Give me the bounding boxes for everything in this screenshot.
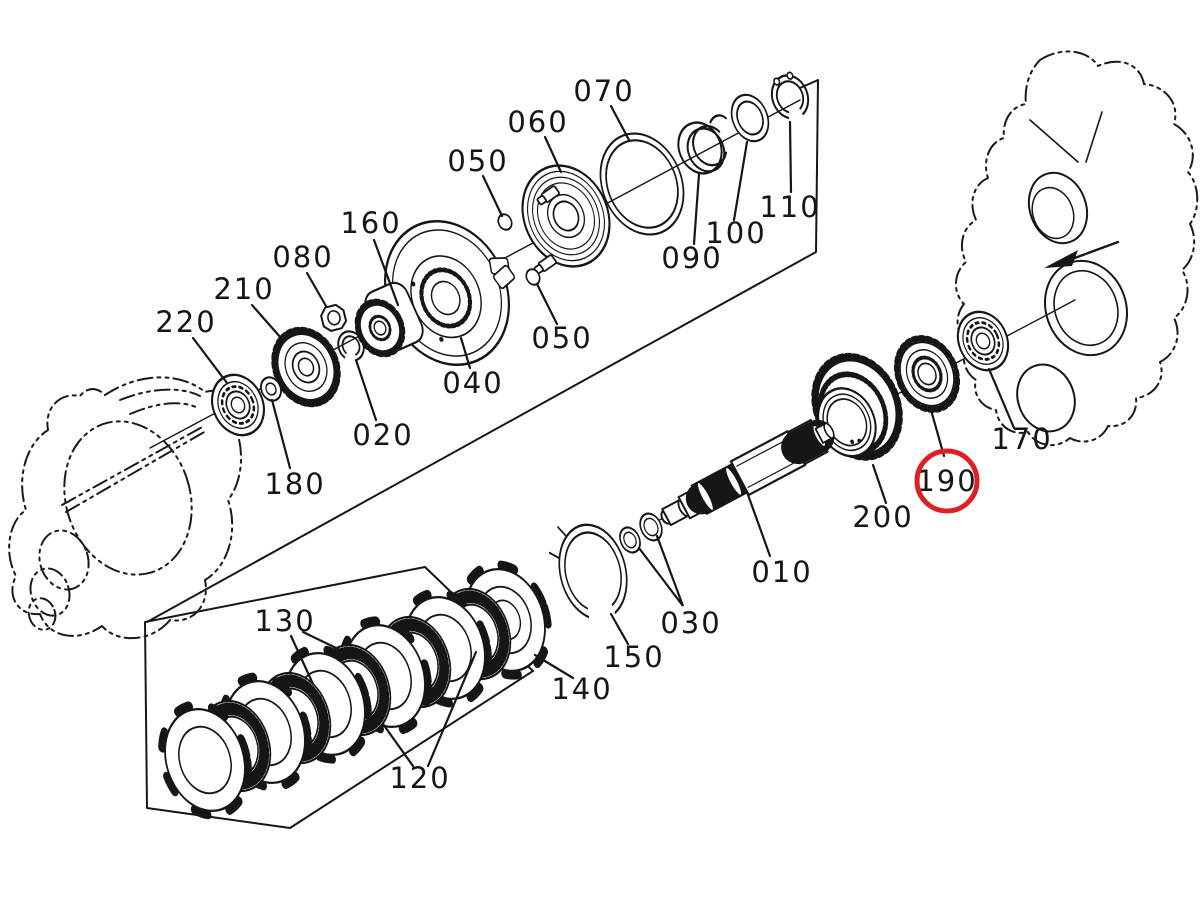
part-label-180: 180 — [264, 467, 325, 501]
highlight-circle-190 — [914, 448, 980, 514]
assembly-direction-arrow — [1044, 250, 1078, 268]
part-030-oring-left — [619, 526, 641, 554]
assembly-leader-line — [146, 79, 819, 623]
part-050-ball-top — [497, 213, 513, 231]
part-label-150: 150 — [603, 640, 664, 674]
part-label-080: 080 — [272, 240, 333, 274]
part-label-010: 010 — [751, 555, 812, 589]
part-080-nut — [320, 303, 348, 332]
part-label-050-bottom: 050 — [531, 321, 592, 355]
part-020-snap-ring — [337, 330, 365, 362]
leader-lines — [191, 104, 1016, 768]
part-label-140: 140 — [551, 672, 612, 706]
clutch-pack — [158, 560, 552, 820]
part-label-100: 100 — [705, 216, 766, 250]
part-label-050-top: 050 — [447, 144, 508, 178]
part-110-snap-ring — [770, 71, 810, 120]
part-label-120: 120 — [389, 761, 450, 795]
cover-fitting-top — [536, 185, 560, 206]
part-label-090: 090 — [661, 241, 722, 275]
clutch-housing-left — [8, 376, 242, 639]
part-100-ring — [730, 93, 770, 143]
part-label-030: 030 — [660, 606, 721, 640]
part-150-snap-ring — [548, 523, 628, 621]
part-label-130: 130 — [254, 604, 315, 638]
part-210-gear — [271, 326, 341, 408]
part-160-gear-flange — [354, 281, 424, 358]
part-070-ring-gasket — [599, 132, 685, 236]
transmission-case-right — [955, 50, 1199, 447]
part-180-washer — [260, 376, 282, 402]
part-label-070: 070 — [573, 74, 634, 108]
part-label-060: 060 — [507, 105, 568, 139]
part-030-oring-right — [639, 512, 663, 542]
part-090-coil-spring — [677, 114, 728, 175]
part-label-110: 110 — [759, 190, 820, 224]
part-label-200: 200 — [852, 500, 913, 534]
part-190-gear — [893, 335, 961, 413]
part-170-bearing — [956, 310, 1010, 372]
part-130-steel-plate — [158, 700, 252, 820]
part-label-160: 160 — [340, 206, 401, 240]
clutch-pack-panel — [144, 566, 534, 829]
part-label-020: 020 — [352, 418, 413, 452]
part-060-clutch-cover — [521, 164, 611, 275]
part-010-pto-shaft — [660, 419, 835, 527]
part-220-bearing — [211, 373, 265, 437]
part-label-170: 170 — [991, 422, 1052, 456]
part-label-040: 040 — [442, 366, 503, 400]
part-label-190: 190 — [916, 464, 977, 498]
part-labels: 070 060 050 160 080 210 220 180 020 040 … — [155, 74, 1052, 795]
part-label-220: 220 — [155, 305, 216, 339]
part-label-210: 210 — [213, 272, 274, 306]
